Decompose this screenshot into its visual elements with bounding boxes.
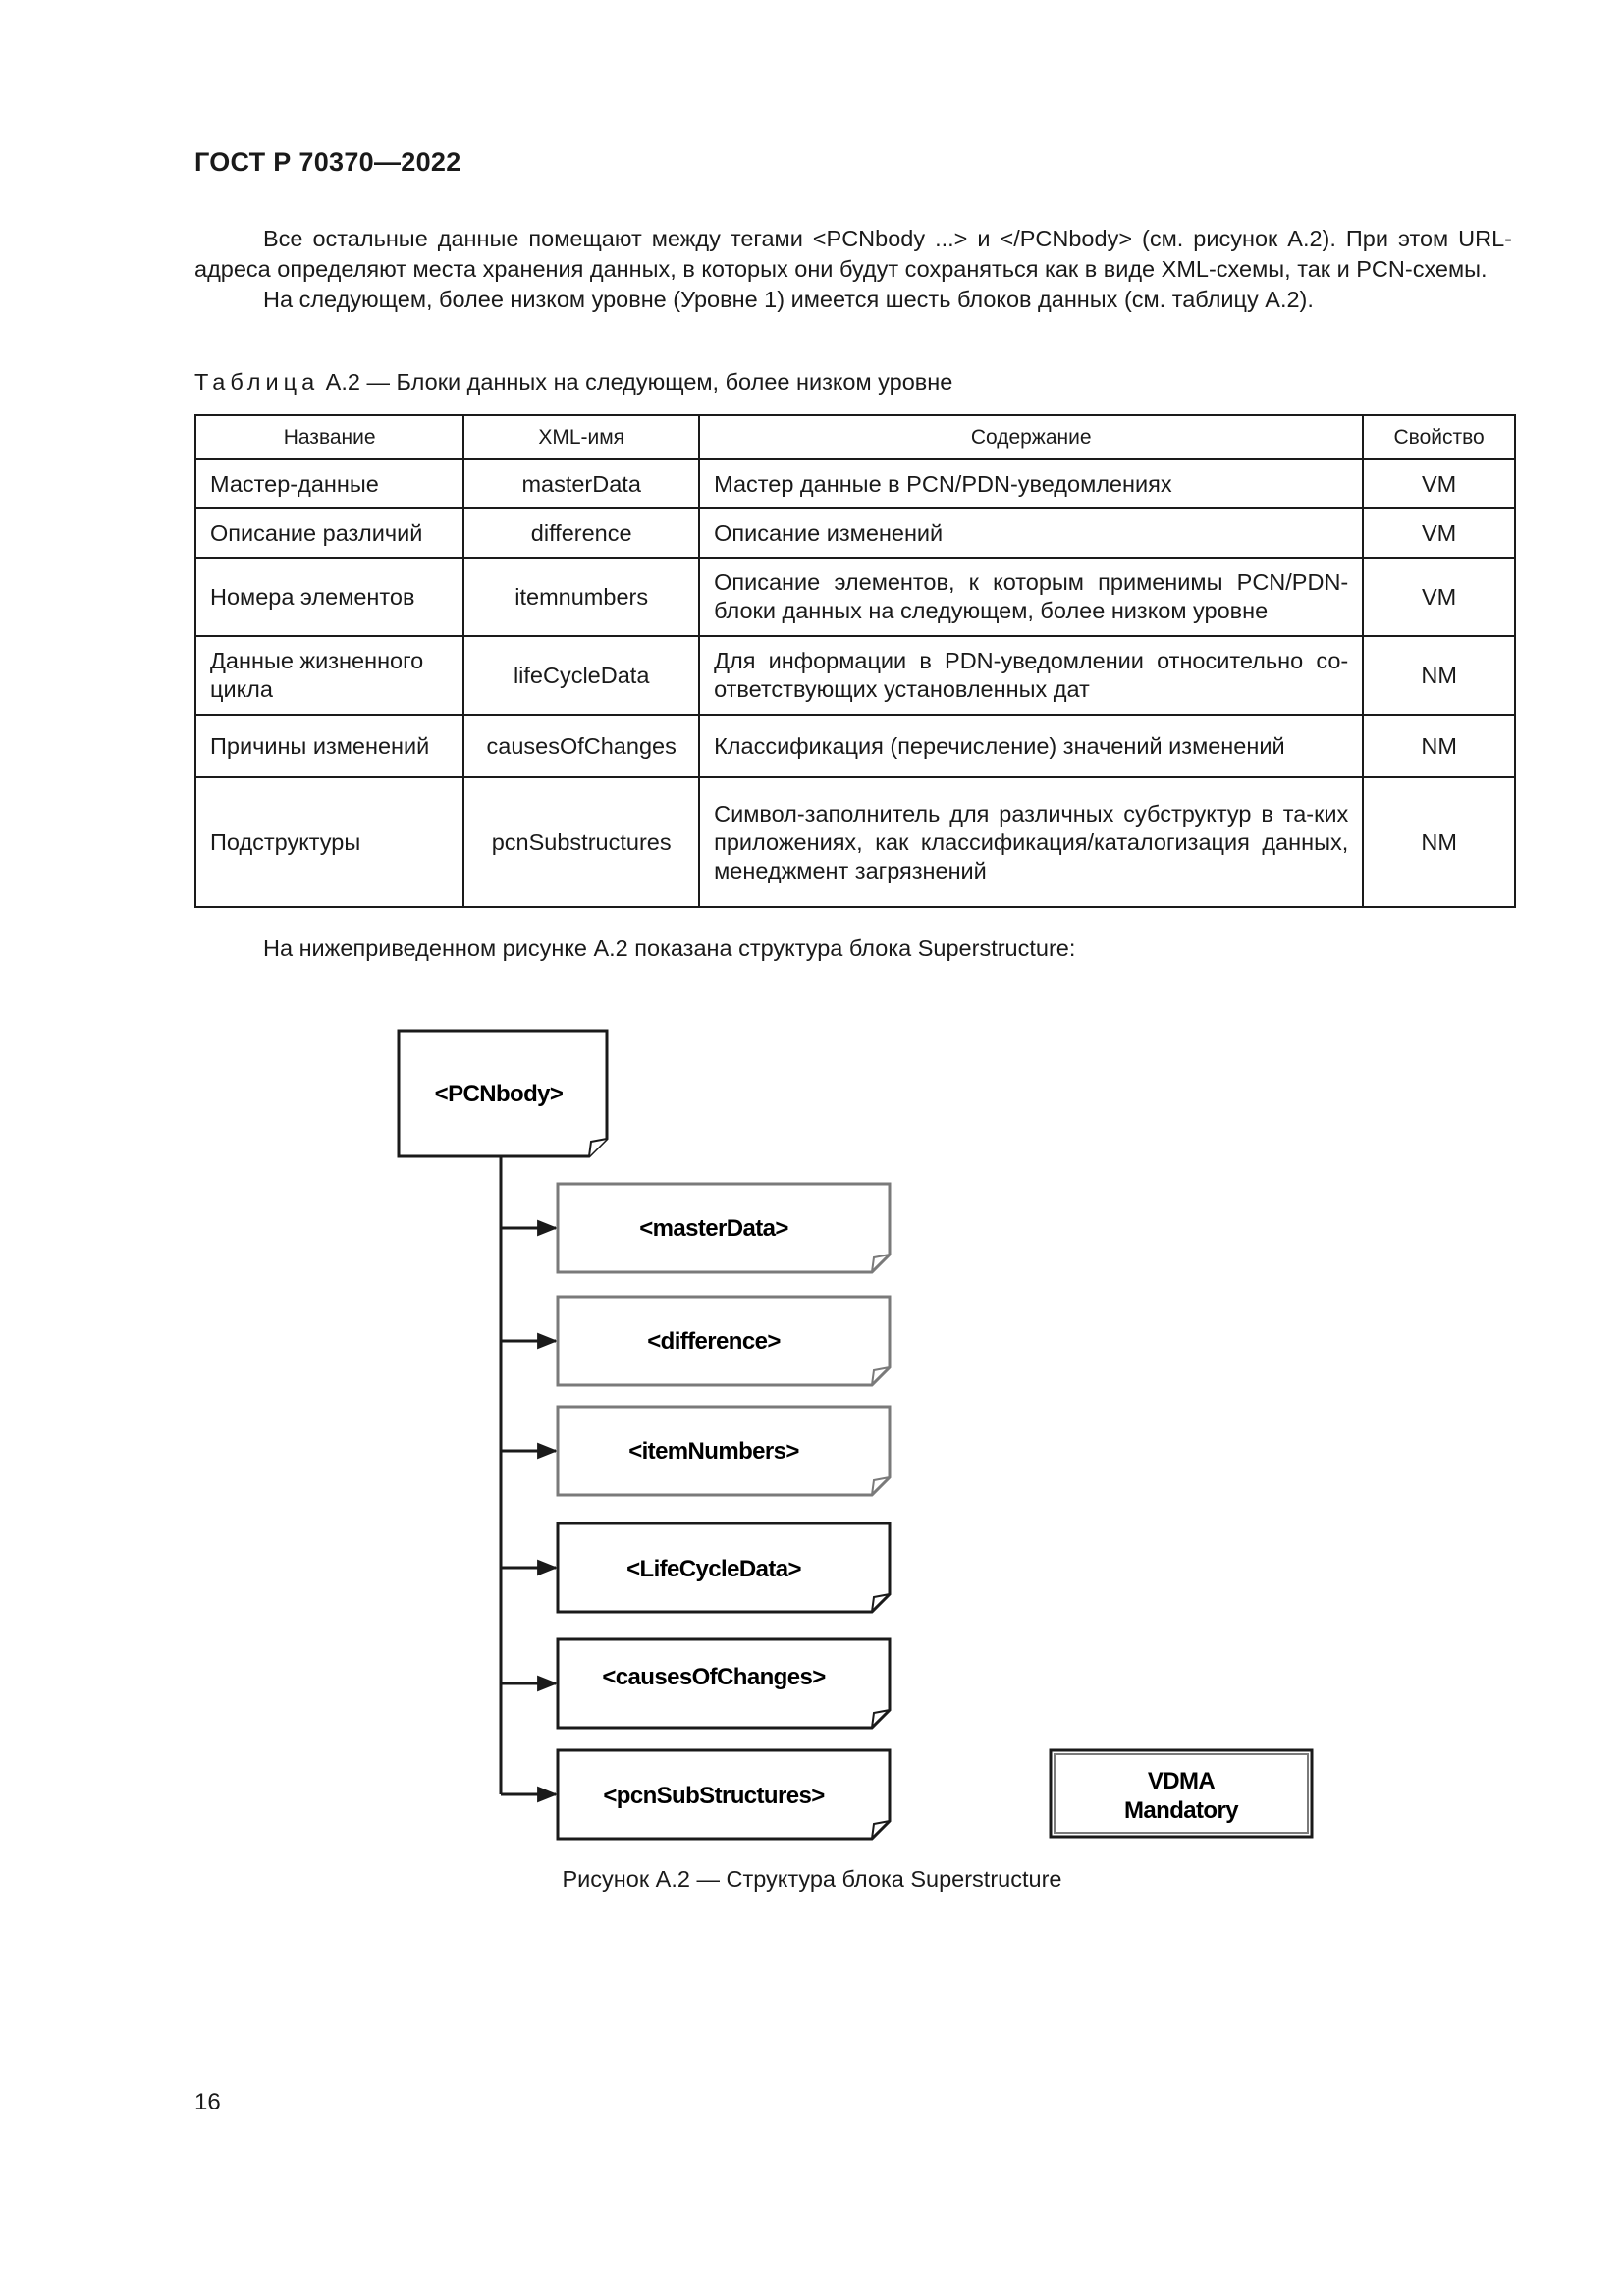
root-node: <PCNbody>	[397, 1029, 609, 1158]
child-node-life-cycle-data: <LifeCycleData>	[501, 1522, 892, 1614]
child-node-box	[556, 1295, 892, 1387]
superstructure-diagram: <PCNbody> <masterData> <difference> <ite…	[397, 1029, 1314, 1841]
cell-property: NM	[1362, 714, 1516, 778]
header-content: Содержание	[698, 414, 1365, 460]
cell-content: Описание изменений	[698, 507, 1365, 559]
table-row: Причины изменений causesOfChanges Класси…	[193, 714, 1516, 778]
child-node-fold	[871, 1709, 891, 1729]
cell-name: Номера элементов	[193, 557, 465, 637]
child-node-causes-of-changes: <causesOfChanges>	[501, 1637, 892, 1730]
cell-xml-name: pcnSubstructures	[462, 776, 701, 908]
cell-content: Для информации в PDN-уведомлении относит…	[698, 635, 1365, 716]
cell-content: Мастер данные в PCN/PDN-уведомлениях	[698, 458, 1365, 509]
cell-content: Символ-заполнитель для различных субстру…	[698, 776, 1365, 908]
child-node-box	[556, 1522, 892, 1614]
cell-property: NM	[1362, 635, 1516, 716]
cell-property: VM	[1362, 458, 1516, 509]
cell-property: VM	[1362, 507, 1516, 559]
child-node-label: <itemNumbers>	[628, 1438, 799, 1465]
child-node-box	[556, 1182, 892, 1274]
child-node-fold	[871, 1366, 891, 1386]
root-node-fold	[588, 1138, 608, 1157]
figure-caption: Рисунок А.2 — Структура блока Superstruc…	[562, 1866, 1062, 1892]
table-row: Номера элементов itemnumbers Описание эл…	[193, 557, 1516, 637]
table-header-row: Название XML-имя Содержание Свойство	[193, 414, 1516, 460]
header-xml-name: XML-имя	[462, 414, 701, 460]
header-property: Свойство	[1362, 414, 1516, 460]
child-node-item-numbers: <itemNumbers>	[501, 1405, 892, 1497]
child-node-label: <difference>	[647, 1328, 781, 1355]
figure-intro-text: На нижеприведенном рисунке А.2 показана …	[263, 935, 1076, 961]
child-node-box	[556, 1748, 892, 1841]
cell-property: NM	[1362, 776, 1516, 908]
cell-name: Мастер-данные	[193, 458, 465, 509]
table-caption-text: А.2 — Блоки данных на следующем, более н…	[319, 369, 953, 395]
child-node-box	[556, 1637, 892, 1730]
table-row: Данные жизненного цикла lifeCycleData Дл…	[193, 635, 1516, 716]
table-row: Подструктуры pcnSubstructures Символ-зап…	[193, 776, 1516, 908]
child-node-difference: <difference>	[501, 1295, 892, 1387]
legend-line-2: Mandatory	[1124, 1797, 1239, 1824]
child-node-label: <pcnSubStructures>	[603, 1783, 825, 1809]
table-caption-lead: Таблица	[194, 369, 320, 395]
child-node-pcn-substructures: <pcnSubStructures>	[501, 1748, 892, 1841]
child-node-fold	[871, 1254, 891, 1273]
child-node-label: <masterData>	[639, 1215, 788, 1242]
cell-xml-name: lifeCycleData	[462, 635, 701, 716]
intro-paragraph-1: Все остальные данные помещают между тега…	[194, 226, 1512, 282]
child-node-fold	[871, 1476, 891, 1496]
cell-name: Описание различий	[193, 507, 465, 559]
cell-property: VM	[1362, 557, 1516, 637]
child-node-box	[556, 1405, 892, 1497]
intro-paragraph-2: На следующем, более низком уровне (Уровн…	[263, 287, 1314, 312]
data-blocks-table: Название XML-имя Содержание Свойство Мас…	[193, 414, 1516, 908]
child-node-fold	[871, 1593, 891, 1613]
cell-name: Причины изменений	[193, 714, 465, 778]
cell-name: Данные жизненного цикла	[193, 635, 465, 716]
cell-xml-name: difference	[462, 507, 701, 559]
table-row: Мастер-данные masterData Мастер данные в…	[193, 458, 1516, 509]
header-name: Название	[193, 414, 465, 460]
page-number: 16	[194, 2089, 221, 2115]
cell-content: Описание элементов, к которым применимы …	[698, 557, 1365, 637]
child-node-label: <LifeCycleData>	[626, 1556, 801, 1582]
cell-name: Подструктуры	[193, 776, 465, 908]
root-node-label: <PCNbody>	[435, 1081, 564, 1107]
child-node-master-data: <masterData>	[501, 1182, 892, 1274]
cell-content: Классификация (перечисление) значений из…	[698, 714, 1365, 778]
legend-line-1: VDMA	[1148, 1768, 1216, 1794]
table-caption: Таблица А.2 — Блоки данных на следующем,…	[194, 369, 952, 396]
legend-frame	[1049, 1748, 1314, 1839]
child-node-label: <causesOfChanges>	[602, 1664, 826, 1690]
legend-inner-frame	[1054, 1753, 1309, 1834]
document-header: ГОСТ Р 70370—2022	[194, 147, 461, 177]
child-node-fold	[871, 1820, 891, 1840]
cell-xml-name: masterData	[462, 458, 701, 509]
legend-box: VDMA Mandatory	[1049, 1748, 1314, 1839]
table-row: Описание различий difference Описание из…	[193, 507, 1516, 559]
intro-text: Все остальные данные помещают между тега…	[194, 224, 1512, 315]
cell-xml-name: causesOfChanges	[462, 714, 701, 778]
cell-xml-name: itemnumbers	[462, 557, 701, 637]
